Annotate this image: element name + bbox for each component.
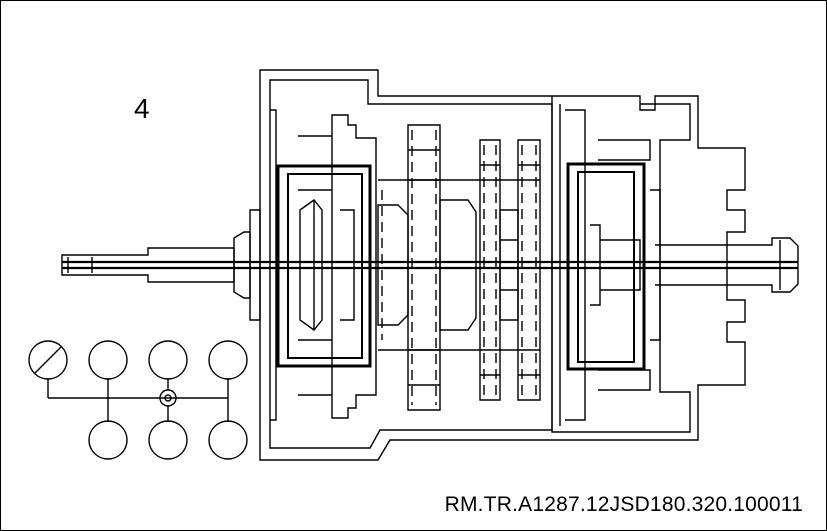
active-gear-slash [34, 346, 62, 374]
gear-position-7 [208, 420, 248, 460]
gear-position-2 [88, 340, 128, 380]
clutch-drum-front [276, 164, 372, 368]
gear-position-3 [148, 340, 188, 380]
clutch-pack-front [298, 114, 377, 419]
neutral-dot [164, 394, 172, 402]
shift-pattern [28, 340, 248, 460]
gear-position-6 [148, 420, 188, 460]
step-number: 4 [134, 93, 150, 124]
clutch-drum-rear [566, 162, 646, 371]
neutral-position [159, 389, 177, 407]
clutch-pack-rear [565, 109, 661, 421]
reference-code: RM.TR.A1287.12JSD180.320.100011 [444, 493, 803, 516]
gear-position-1-active [28, 340, 68, 380]
output-shaft [655, 237, 799, 293]
gear-mesh-lines [381, 130, 537, 405]
input-shaft [61, 209, 261, 321]
main-shaft [62, 260, 798, 270]
gear-position-5 [88, 420, 128, 460]
gear-position-4 [208, 340, 248, 380]
gearbox-housing [259, 69, 746, 461]
